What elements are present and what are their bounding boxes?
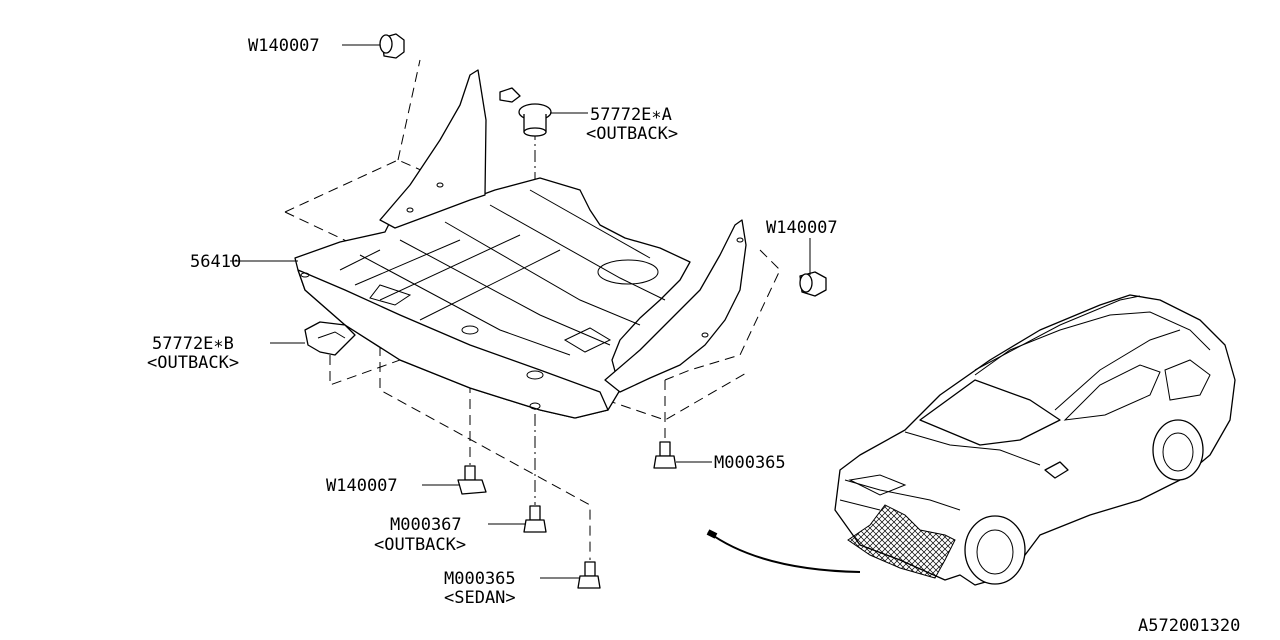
label-m000367-variant: <OUTBACK>: [374, 535, 466, 555]
label-w140007-right: W140007: [766, 218, 838, 238]
label-w140007-top: W140007: [248, 36, 320, 56]
grommet-57772ea: [499, 87, 552, 137]
leader-lines: [230, 44, 811, 579]
label-m000367: M000367: [390, 515, 462, 535]
label-m000365-bottom-variant: <SEDAN>: [444, 588, 516, 608]
vehicle-locator-illustration: [706, 294, 1236, 586]
part-labels: W140007 57772E∗A <OUTBACK> W140007 56410…: [147, 36, 1240, 636]
clip-w140007-bottom: [457, 465, 487, 495]
under-cover-location-hatch: [847, 504, 956, 579]
clip-w140007-top: [379, 33, 405, 59]
label-57772eb: 57772E∗B: [152, 334, 234, 354]
label-57772eb-variant: <OUTBACK>: [147, 353, 239, 373]
under-cover-56410: [294, 69, 747, 419]
bolt-m000365-right: [653, 441, 677, 469]
label-57772ea-variant: <OUTBACK>: [586, 124, 678, 144]
figure-code: A572001320: [1138, 616, 1240, 636]
bracket-57772eb: [304, 321, 356, 356]
label-m000365-right: M000365: [714, 453, 786, 473]
label-m000365-bottom: M000365: [444, 569, 516, 589]
clip-w140007-right: [799, 271, 827, 297]
label-56410: 56410: [190, 252, 241, 272]
bolt-m000367: [523, 505, 547, 533]
label-57772ea: 57772E∗A: [590, 105, 672, 125]
label-w140007-bottom: W140007: [326, 476, 398, 496]
location-arrow: [707, 531, 861, 573]
bolt-m000365-bottom: [577, 561, 601, 589]
